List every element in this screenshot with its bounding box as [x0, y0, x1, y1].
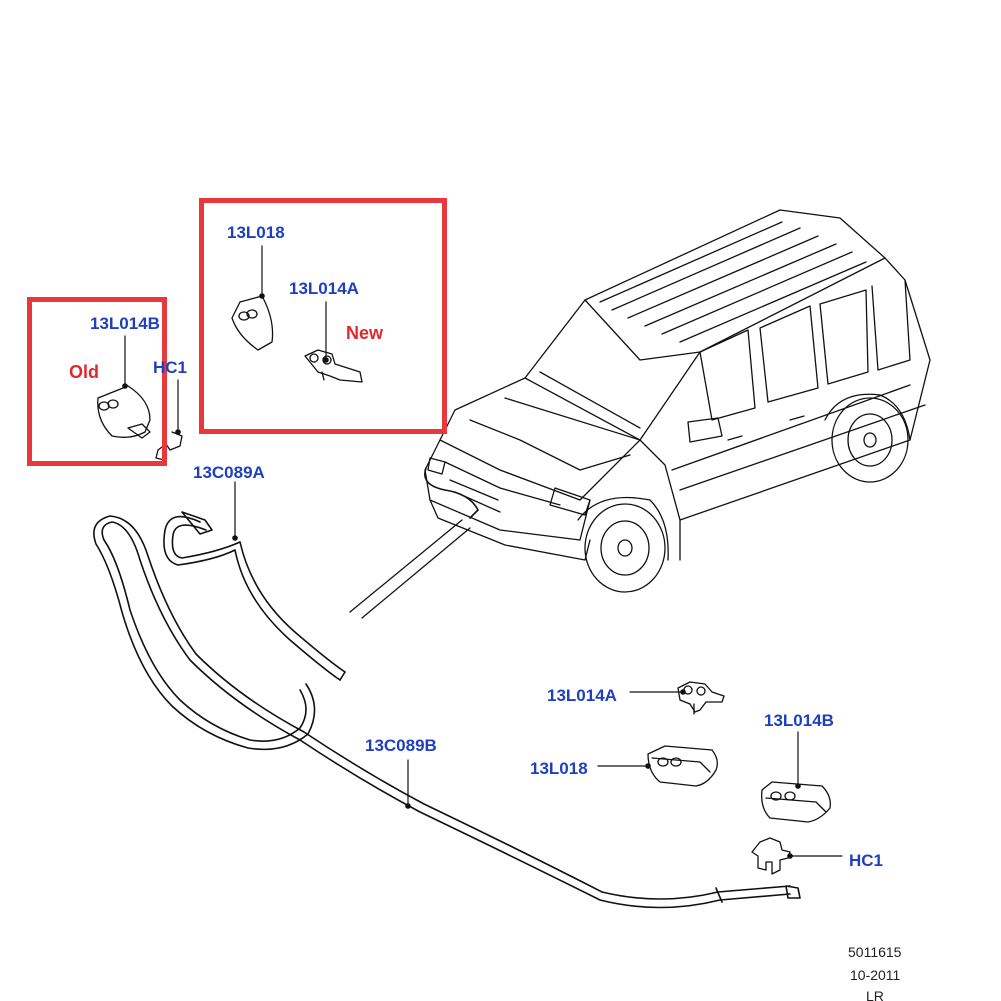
label-detail-cover: 13L018 — [530, 759, 588, 778]
label-old-clip: HC1 — [153, 358, 188, 377]
part-nozzle-new-drawing — [304, 349, 363, 383]
diagram-date: 10-2011 — [850, 967, 901, 983]
detail-cover-drawing — [647, 745, 718, 787]
part-cover-new-drawing — [231, 295, 274, 351]
label-detail-jet: 13L014B — [764, 711, 834, 730]
detail-jet-drawing — [761, 781, 831, 823]
detail-nozzle-drawing — [677, 681, 725, 715]
label-new-nozzle: 13L014A — [289, 279, 359, 298]
vehicle-drawing — [424, 209, 931, 593]
note-new: New — [346, 323, 384, 343]
old-parts-highlight-box — [27, 297, 167, 466]
hose-13c089a-drawing — [163, 511, 346, 681]
label-detail-clip: HC1 — [849, 851, 884, 870]
new-parts-highlight-box — [199, 198, 447, 434]
diagram-reference-number: 5011615 — [848, 944, 902, 960]
label-old-jet: 13L014B — [90, 314, 160, 333]
label-new-cover: 13L018 — [227, 223, 285, 242]
label-detail-nozzle: 13L014A — [547, 686, 617, 705]
hose-13c089b-drawing — [93, 515, 801, 909]
part-clip-old-drawing — [155, 431, 183, 461]
diagram-initials: LR — [866, 988, 884, 1001]
detail-clip-drawing — [751, 837, 791, 875]
label-hose-a: 13C089A — [193, 463, 265, 482]
label-hose-b: 13C089B — [365, 736, 437, 755]
note-old: Old — [69, 362, 99, 382]
part-jet-old-drawing — [97, 385, 151, 439]
